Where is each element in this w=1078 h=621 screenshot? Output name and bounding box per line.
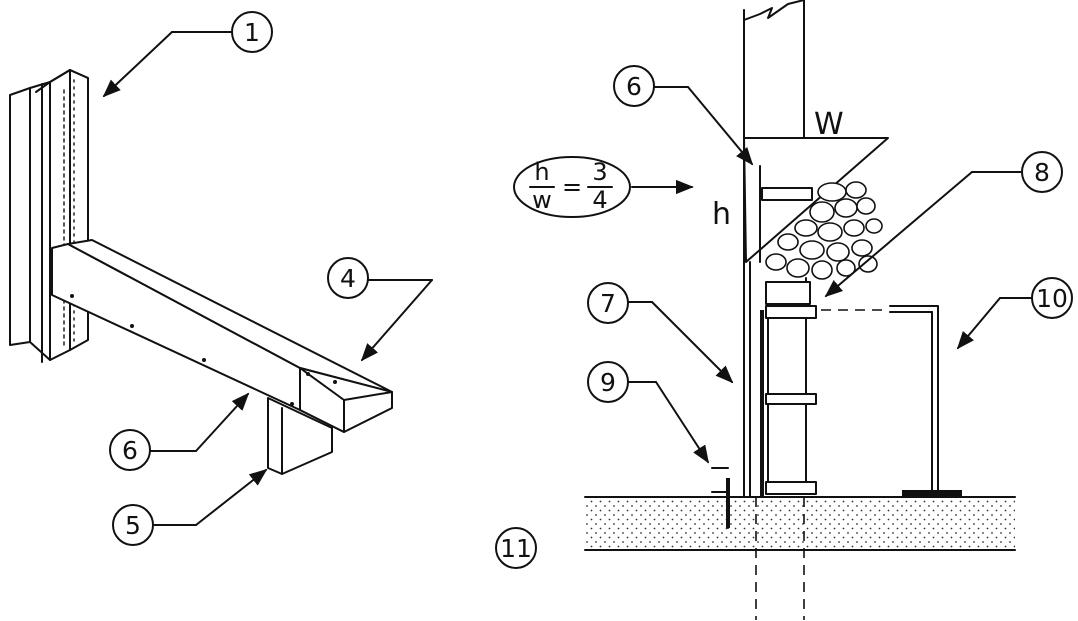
ratio-denominator-right: 4 <box>592 186 607 214</box>
ratio-equals: = <box>562 173 582 201</box>
callout-11: 11 <box>495 527 537 569</box>
callout-7-label: 7 <box>600 289 616 318</box>
stake-support <box>889 305 962 497</box>
callout-6-left-label: 6 <box>122 436 138 465</box>
steel-column <box>9 69 89 363</box>
callout-8: 8 <box>824 151 1063 298</box>
anchor-bar <box>711 467 730 529</box>
callout-8-label: 8 <box>1034 158 1050 187</box>
callout-6-right: 6 <box>613 65 754 166</box>
callout-1: 1 <box>102 11 273 98</box>
height-label: h <box>712 197 731 232</box>
post-and-blocks <box>760 277 817 496</box>
rock-fill <box>765 181 883 280</box>
ratio-numerator-left: h <box>534 158 549 186</box>
ratio-numerator-right: 3 <box>592 158 607 186</box>
gabion-basket <box>743 137 889 280</box>
callout-5-label: 5 <box>125 511 141 540</box>
callout-1-label: 1 <box>244 18 260 47</box>
callout-6-right-label: 6 <box>626 72 642 101</box>
wall-column <box>743 0 888 620</box>
callout-4: 4 <box>327 257 433 362</box>
callout-7: 7 <box>587 282 734 384</box>
timber-beam <box>51 239 393 433</box>
callout-4-label: 4 <box>340 264 356 293</box>
ground-layer <box>584 496 1016 551</box>
callout-10-label: 10 <box>1036 284 1068 313</box>
callout-9-label: 9 <box>600 368 616 397</box>
callout-10: 10 <box>956 277 1073 350</box>
ratio-denominator-left: w <box>532 186 552 214</box>
callout-9: 9 <box>587 361 709 464</box>
callout-5: 5 <box>112 468 268 546</box>
ratio-formula: h w = 3 4 <box>513 156 694 218</box>
bracket-support <box>267 397 333 475</box>
callout-11-label: 11 <box>500 534 532 563</box>
width-label: W <box>814 107 844 142</box>
callout-6-left: 6 <box>109 392 250 471</box>
